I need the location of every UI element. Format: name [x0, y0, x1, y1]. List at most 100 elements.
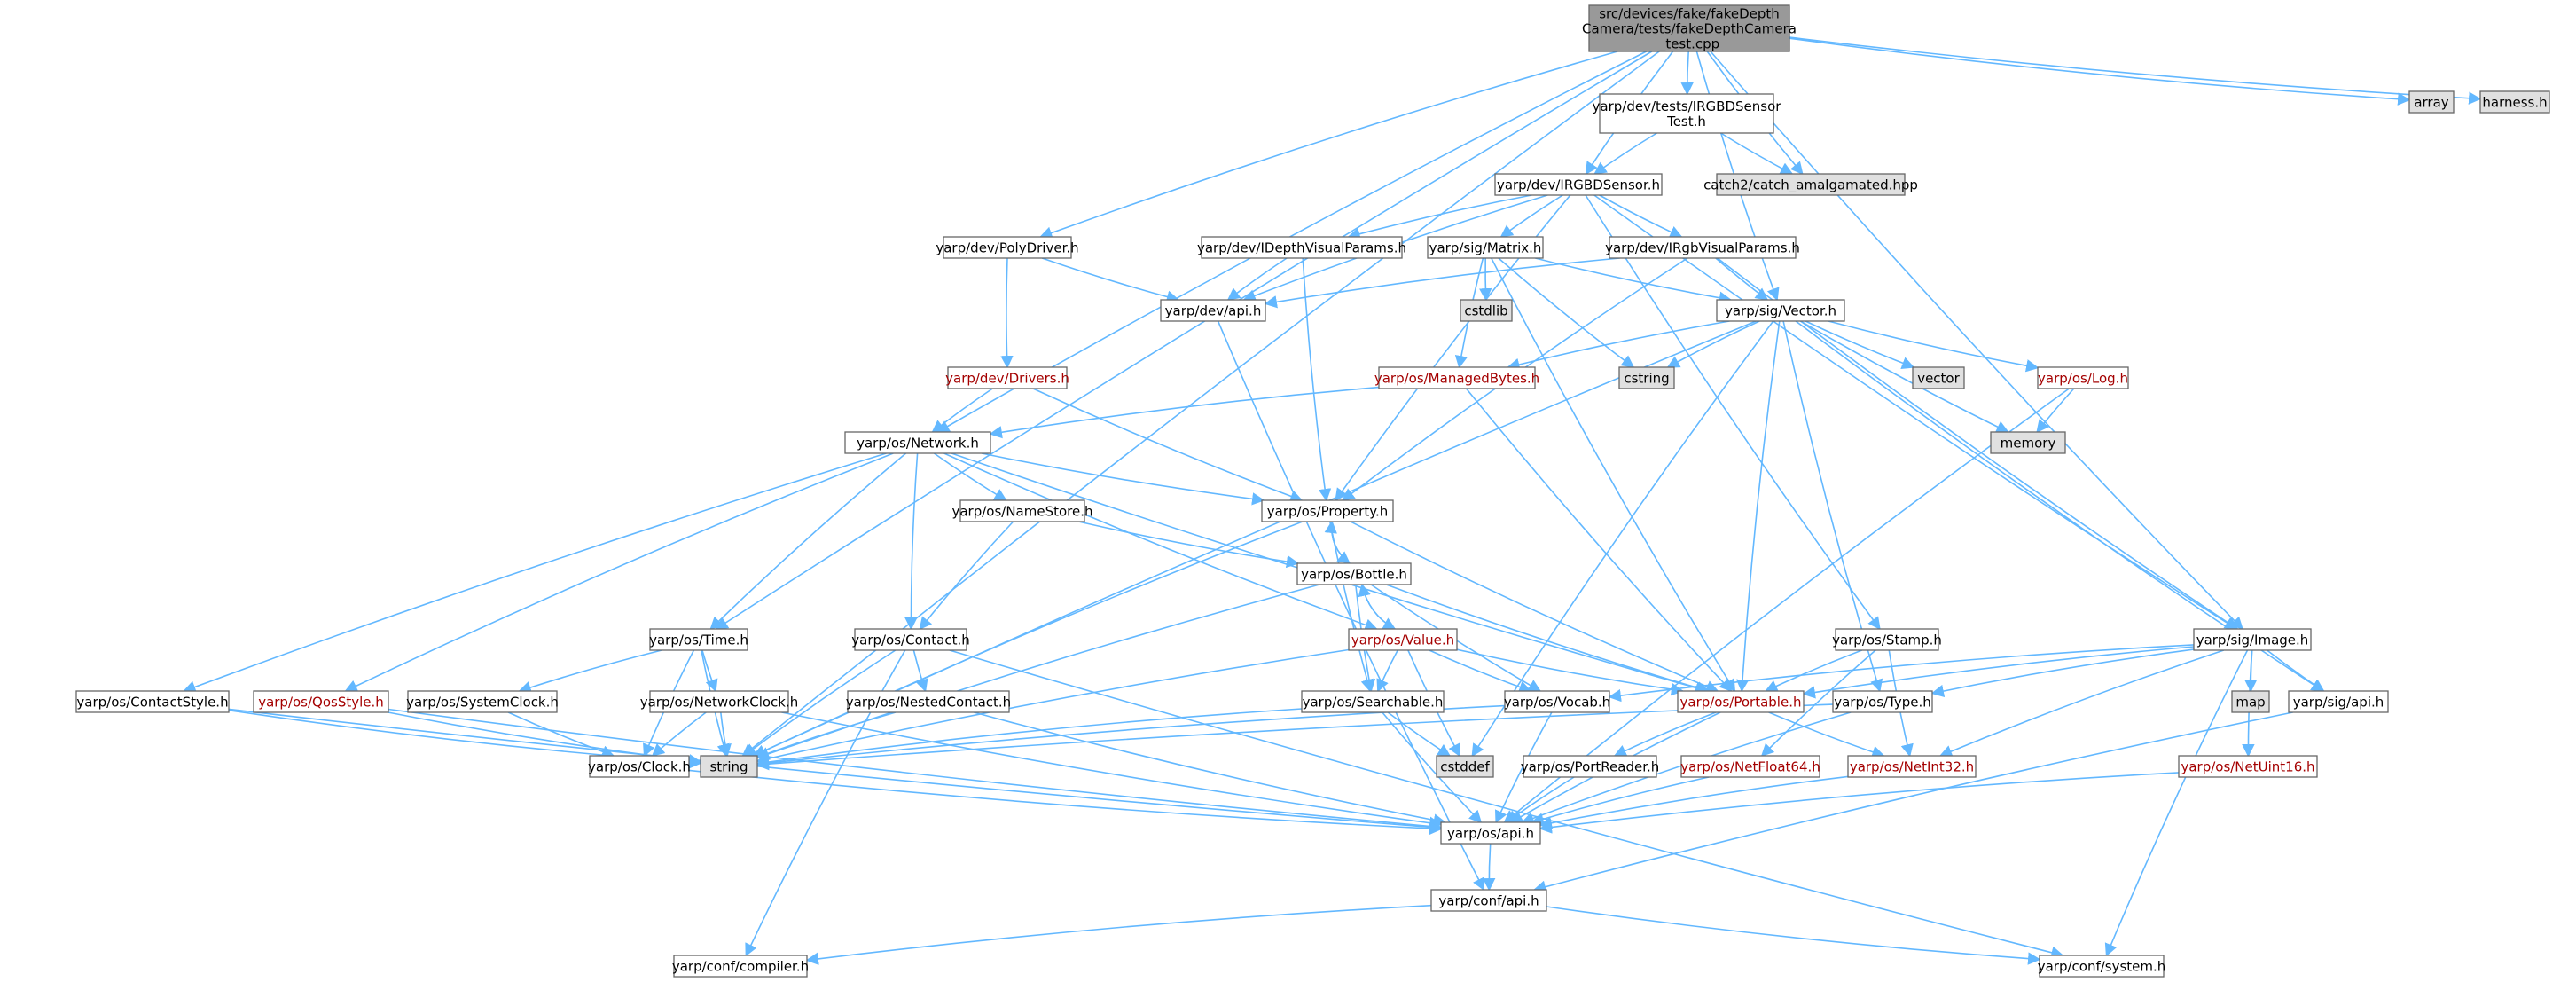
node-time[interactable]: yarp/os/Time.h [649, 628, 748, 651]
edge-network-to-contact [904, 452, 919, 631]
node-box [1912, 366, 1965, 389]
node-idepth[interactable]: yarp/dev/IDepthVisualParams.h [1197, 236, 1406, 259]
node-contactstyle[interactable]: yarp/os/ContactStyle.h [75, 690, 230, 713]
node-box [2178, 755, 2318, 778]
node-sigapi[interactable]: yarp/sig/api.h [2288, 690, 2389, 713]
node-networkclock[interactable]: yarp/os/NetworkClock.h [640, 690, 799, 713]
node-box [1494, 173, 1663, 196]
node-namestore[interactable]: yarp/os/NameStore.h [951, 499, 1093, 522]
node-label: yarp/conf/system.h [2038, 959, 2166, 975]
node-compiler[interactable]: yarp/conf/compiler.h [672, 955, 809, 978]
edge-confapi-to-compiler [805, 904, 1432, 965]
node-catch2: catch2/catch_amalgamated.hpp [1703, 173, 1918, 196]
node-bottle[interactable]: yarp/os/Bottle.h [1296, 562, 1412, 585]
node-label: src/devices/fake/fakeDepth [1599, 6, 1780, 22]
node-searchable[interactable]: yarp/os/Searchable.h [1301, 690, 1445, 713]
node-box [1440, 821, 1541, 845]
edge-osapi-to-confapi [1483, 843, 1496, 892]
node-box [253, 690, 389, 713]
node-log[interactable]: yarp/os/Log.h [2037, 366, 2129, 389]
node-irgbvisual[interactable]: yarp/dev/IRgbVisualParams.h [1605, 236, 1800, 259]
node-contact[interactable]: yarp/os/Contact.h [851, 628, 970, 651]
node-box [1160, 299, 1266, 322]
node-osapi[interactable]: yarp/os/api.h [1440, 821, 1541, 845]
node-label: yarp/os/Network.h [857, 436, 979, 452]
edge-irgbvisual-to-devapi [1264, 257, 1620, 309]
node-devapi[interactable]: yarp/dev/api.h [1160, 299, 1266, 322]
edge-irgbvisual-to-vector [1715, 257, 1769, 301]
node-drivers[interactable]: yarp/dev/Drivers.h [945, 366, 1069, 389]
node-box [1427, 236, 1544, 259]
node-label: yarp/os/Value.h [1351, 632, 1454, 648]
edge-searchable-to-osapi [1382, 711, 1483, 824]
node-label: cstring [1624, 371, 1669, 387]
edge-irgbd-to-idepth [1347, 194, 1532, 240]
edge-image-to-portable [1802, 646, 2195, 699]
node-vocab[interactable]: yarp/os/Vocab.h [1504, 690, 1610, 713]
node-box [2037, 366, 2129, 389]
edge-root-to-time [715, 51, 1653, 630]
node-label: yarp/os/Portable.h [1680, 695, 1802, 711]
node-label: array [2414, 95, 2448, 111]
edge-stamp-to-netfloat64 [1760, 649, 1876, 758]
edge-bottle-to-property [1324, 520, 1351, 564]
node-systemclock[interactable]: yarp/os/SystemClock.h [406, 690, 559, 713]
node-label: yarp/os/NameStore.h [951, 504, 1092, 520]
node-label: yarp/dev/IRgbVisualParams.h [1605, 240, 1800, 256]
node-portreader[interactable]: yarp/os/PortReader.h [1521, 755, 1660, 778]
node-box [1301, 690, 1445, 713]
node-label: yarp/sig/Vector.h [1725, 303, 1836, 319]
node-box [1261, 499, 1394, 522]
node-netint32[interactable]: yarp/os/NetInt32.h [1847, 755, 1977, 778]
node-box [2231, 690, 2270, 713]
node-label: yarp/os/SystemClock.h [406, 695, 559, 711]
node-cstddef: cstddef [1436, 755, 1494, 778]
node-nestedcontact[interactable]: yarp/os/NestedContact.h [846, 690, 1011, 713]
node-polydriver[interactable]: yarp/dev/PolyDriver.h [936, 236, 1079, 259]
node-portable[interactable]: yarp/os/Portable.h [1677, 690, 1805, 713]
edge-managedbytes-to-network [989, 386, 1380, 439]
node-clock[interactable]: yarp/os/Clock.h [588, 755, 691, 778]
node-label: yarp/os/NetInt32.h [1850, 759, 1974, 775]
edge-root-to-array [1789, 37, 2411, 106]
node-box [1832, 690, 1933, 713]
node-managedbytes[interactable]: yarp/os/ManagedBytes.h [1374, 366, 1539, 389]
node-network[interactable]: yarp/os/Network.h [844, 431, 991, 454]
node-stamp[interactable]: yarp/os/Stamp.h [1832, 628, 1942, 651]
node-netfloat64[interactable]: yarp/os/NetFloat64.h [1680, 755, 1820, 778]
node-image[interactable]: yarp/sig/Image.h [2193, 628, 2312, 651]
node-qosstyle[interactable]: yarp/os/QosStyle.h [253, 690, 389, 713]
edge-time-to-systemclock [518, 649, 662, 694]
node-box [947, 366, 1068, 389]
node-box [649, 690, 789, 713]
node-label: yarp/os/Stamp.h [1832, 632, 1942, 648]
node-label: yarp/os/ContactStyle.h [76, 695, 228, 711]
node-system[interactable]: yarp/conf/system.h [2038, 955, 2166, 978]
edge-value-to-portable [1456, 648, 1685, 696]
edge-searchable-to-string [756, 708, 1303, 769]
edge-contact-to-nestedcontact [912, 649, 928, 693]
node-harness: harness.h [2479, 90, 2550, 114]
node-matrix[interactable]: yarp/sig/Matrix.h [1427, 236, 1544, 259]
edge-network-to-property [981, 452, 1265, 506]
edge-contact-to-compiler [745, 649, 906, 957]
node-type[interactable]: yarp/os/Type.h [1832, 690, 1933, 713]
edge-contact-to-system [949, 649, 2064, 959]
node-property[interactable]: yarp/os/Property.h [1261, 499, 1394, 522]
edge-contactstyle-to-osapi [228, 708, 1443, 834]
node-root[interactable]: src/devices/fake/fakeDepthCamera/tests/f… [1582, 4, 1797, 53]
edge-clock-to-osapi [688, 769, 1443, 836]
node-irgbd[interactable]: yarp/dev/IRGBDSensor.h [1494, 173, 1663, 196]
node-box [2039, 955, 2165, 978]
edge-vector-to-log [1828, 320, 2040, 373]
node-box [1378, 366, 1536, 389]
node-netuint16[interactable]: yarp/os/NetUint16.h [2178, 755, 2318, 778]
node-label: yarp/sig/Matrix.h [1429, 240, 1542, 256]
node-box [959, 499, 1085, 522]
node-value[interactable]: yarp/os/Value.h [1348, 628, 1458, 651]
node-vector[interactable]: yarp/sig/Vector.h [1716, 299, 1845, 322]
edge-value-to-searchable [1376, 649, 1398, 693]
node-confapi[interactable]: yarp/conf/api.h [1430, 889, 1547, 912]
node-box [1348, 628, 1458, 651]
